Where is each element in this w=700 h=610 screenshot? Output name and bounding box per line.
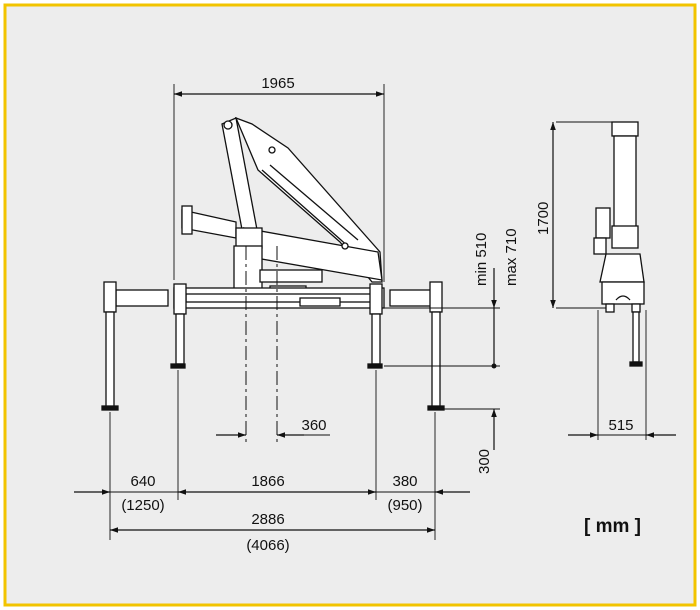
dim-swing-offset: 360 [301, 417, 326, 434]
dimension-arrows [74, 91, 676, 533]
dim-height-right: 1700 [535, 202, 552, 235]
dim-leg-extra: 300 [476, 449, 493, 474]
dim-left-ext: 640 [130, 473, 155, 490]
dim-total-span-alt: (4066) [246, 537, 289, 554]
front-view [101, 116, 445, 411]
dim-min-label: min 510 [473, 233, 490, 286]
unit-label: [ mm ] [584, 516, 641, 537]
dimension-labels: 1965 min 510 max 710 1700 360 300 515 64… [121, 75, 633, 554]
dim-top-width: 1965 [261, 75, 294, 92]
frame-beam [173, 287, 385, 309]
side-view [593, 121, 645, 367]
dim-total-span: 2886 [251, 511, 284, 528]
dim-max-label: max 710 [503, 228, 520, 286]
extension-lines [109, 84, 647, 540]
dimension-dot [491, 363, 497, 369]
center-lines [245, 246, 278, 442]
dim-side-width: 515 [608, 417, 633, 434]
inner-right-leg [367, 283, 383, 369]
crane-boom [181, 116, 383, 283]
dim-right-ext: 380 [392, 473, 417, 490]
outer-left-leg [101, 281, 119, 411]
inner-left-leg [170, 283, 187, 369]
left-extension-beam [115, 289, 169, 307]
outer-right-leg [427, 281, 445, 411]
right-extension-beam [389, 289, 437, 307]
dim-right-ext-alt: (950) [387, 497, 422, 514]
dim-left-ext-alt: (1250) [121, 497, 164, 514]
dim-center-span: 1866 [251, 473, 284, 490]
